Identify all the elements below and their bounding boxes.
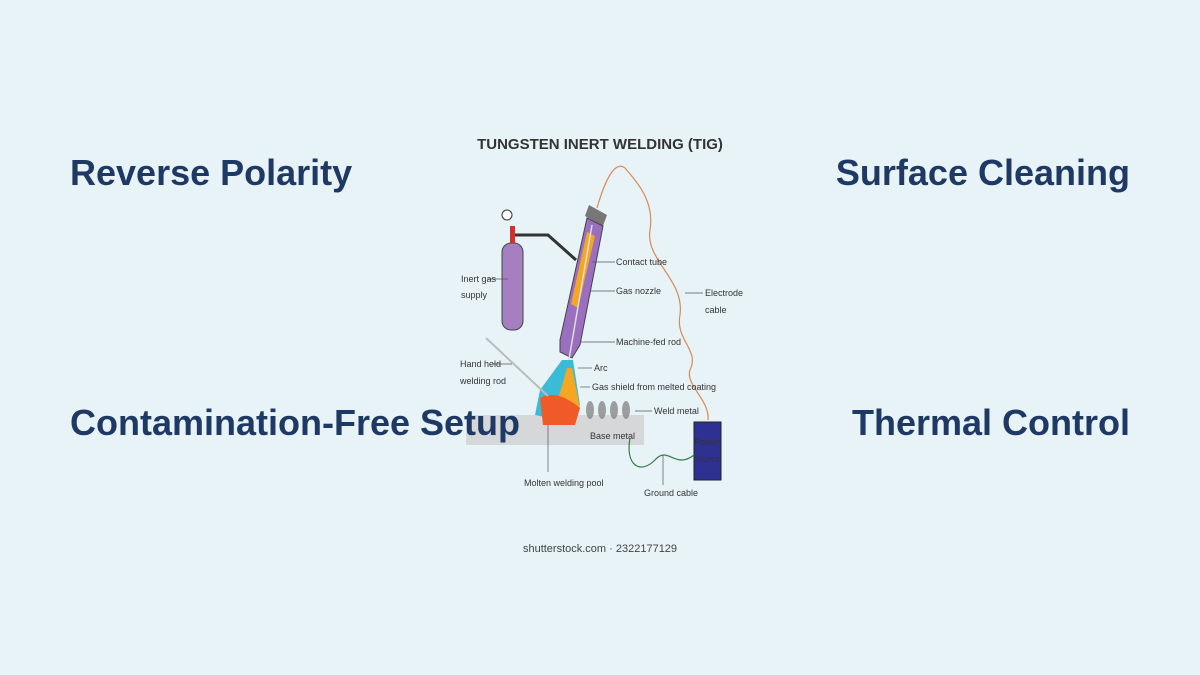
heading-surface-cleaning: Surface Cleaning — [835, 152, 1130, 193]
hand-held-rod — [485, 337, 549, 397]
hand-held-label-2: welding rod — [459, 376, 506, 386]
contact-tube — [571, 232, 595, 308]
power-source-box — [693, 421, 722, 481]
hand-held-label-1: Hand held — [460, 359, 501, 369]
leader-lines — [488, 261, 703, 485]
pressure-gauge-icon — [501, 209, 513, 221]
ground-cable-label: Ground cable — [644, 488, 698, 498]
ground-cable — [628, 437, 695, 468]
base-metal-label: Base metal — [590, 431, 635, 441]
inert-gas-label-1: Inert gas — [461, 274, 497, 284]
machine-fed-rod-label: Machine-fed rod — [616, 337, 681, 347]
tig-welding-diagram: TUNGSTEN INERT WELDING (TIG) Base metal … — [459, 136, 743, 555]
weld-metal-beads — [586, 401, 630, 419]
electrode-cable-label-1: Electrode — [705, 288, 743, 298]
heading-reverse-polarity: Reverse Polarity — [70, 152, 353, 193]
arc-label: Arc — [594, 363, 608, 373]
electrode-cable — [596, 165, 709, 421]
heading-thermal-control: Thermal Control — [851, 402, 1130, 443]
gas-shield-label: Gas shield from melted coating — [592, 382, 716, 392]
power-source-label-2: source — [693, 454, 720, 464]
diagram-title: TUNGSTEN INERT WELDING (TIG) — [477, 136, 723, 153]
machine-fed-rod — [567, 224, 593, 366]
molten-pool — [540, 395, 580, 425]
torch-cap — [585, 205, 607, 226]
inert-gas-label-2: supply — [461, 290, 488, 300]
molten-pool-label: Molten welding pool — [524, 478, 604, 488]
gas-cylinder — [501, 242, 524, 331]
watermark: shutterstock.com · 2322177129 — [523, 543, 677, 555]
contact-tube-label: Contact tube — [616, 257, 667, 267]
electrode-cable-label-2: cable — [705, 305, 727, 315]
power-source-label-1: Power — [694, 437, 720, 447]
gas-nozzle-label: Gas nozzle — [616, 286, 661, 296]
heading-contamination-free-setup: Contamination-Free Setup — [70, 402, 521, 443]
gas-hose — [515, 233, 577, 262]
weld-metal-label: Weld metal — [654, 406, 699, 416]
cylinder-valve — [510, 226, 515, 243]
